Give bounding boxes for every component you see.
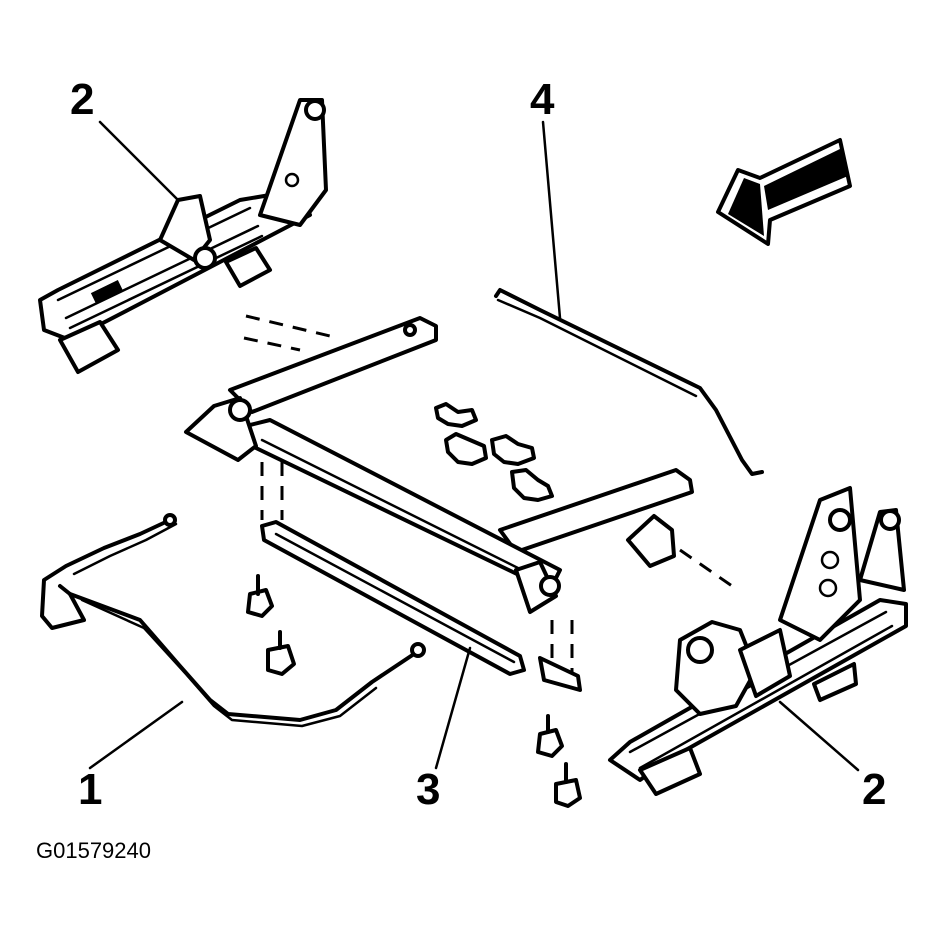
callout-link-rod: 4 xyxy=(530,75,555,124)
fasteners-center xyxy=(434,402,554,502)
callout-seat-track-right: 2 xyxy=(862,765,887,814)
tie-bar xyxy=(260,520,582,692)
leader-line-link-rod xyxy=(541,120,562,320)
callout-rod: 1 xyxy=(78,765,103,814)
leader-line-rod xyxy=(88,700,184,770)
link-rod xyxy=(494,288,764,476)
callout-tie-bar: 3 xyxy=(416,765,441,814)
seat-track-left xyxy=(38,98,328,374)
leader-line-seat-track-left xyxy=(98,120,180,202)
seat-frame xyxy=(184,316,694,614)
leader-line-seat-track-right xyxy=(778,700,860,772)
seat-track-right xyxy=(608,486,908,796)
fasteners-lower xyxy=(246,574,582,808)
leader-line-tie-bar xyxy=(434,646,472,770)
figure-id: G01579240 xyxy=(36,838,151,863)
front-direction-arrow-icon xyxy=(716,138,852,246)
adjuster-rod xyxy=(40,513,426,728)
callout-seat-track-left: 2 xyxy=(70,75,95,124)
